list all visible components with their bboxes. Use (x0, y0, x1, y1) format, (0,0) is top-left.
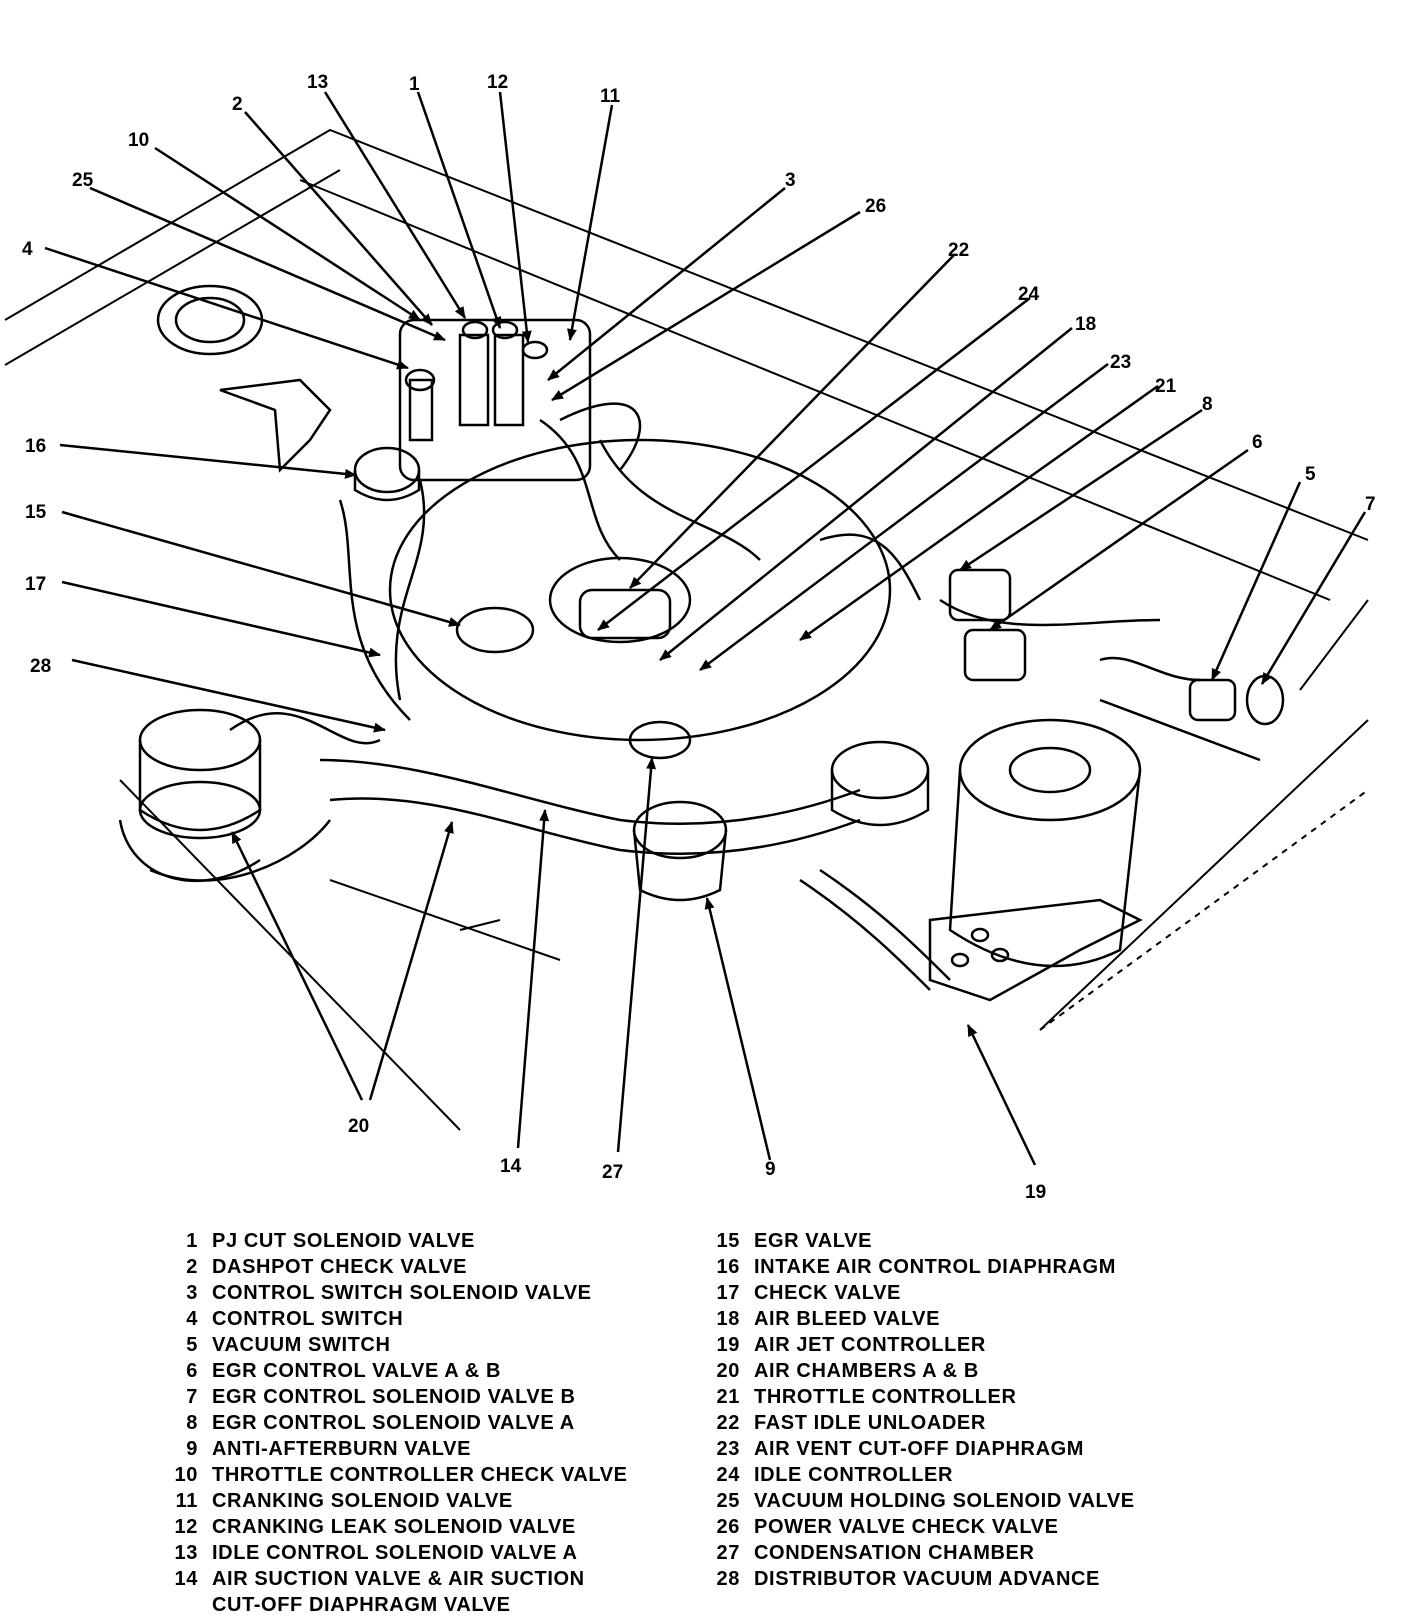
callout-1: 1 (409, 74, 420, 95)
callout-25: 25 (72, 170, 94, 191)
callout-22: 22 (948, 240, 969, 261)
callout-15: 15 (25, 502, 47, 523)
callout-17: 17 (25, 574, 46, 595)
callout-3: 3 (785, 170, 796, 191)
callout-14: 14 (500, 1156, 522, 1177)
engine-components (118, 284, 1285, 1002)
cylinder-right (958, 718, 1142, 822)
callout-7: 7 (1365, 494, 1376, 515)
air-cleaner-left (156, 284, 264, 356)
callout-2: 2 (232, 94, 243, 115)
callout-28: 28 (30, 656, 51, 677)
air-chamber-b (830, 740, 930, 800)
carburetor-body (388, 438, 892, 742)
callout-19: 19 (1025, 1182, 1046, 1200)
leader-arrows (44, 91, 1367, 1166)
callout-8: 8 (1202, 394, 1213, 415)
vacuum-switch (1188, 678, 1237, 722)
callout-16: 16 (25, 436, 46, 457)
legend-item: CUT-OFF DIAPHRAGM VALVE (212, 1594, 511, 1616)
callout-26: 26 (865, 196, 886, 217)
callout-9: 9 (765, 1159, 776, 1180)
egr-solenoid-b (1245, 674, 1285, 726)
egr-valve (455, 606, 535, 654)
callout-24: 24 (1018, 284, 1040, 305)
engine-drawing: 1 2 3 4 5 6 7 8 9 10 11 12 13 14 15 16 1… (4, 72, 1376, 1200)
callout-13: 13 (307, 72, 328, 93)
callout-5: 5 (1305, 464, 1316, 485)
egr-solenoid-a (948, 568, 1012, 622)
air-chamber-a (138, 708, 262, 772)
callout-12: 12 (487, 72, 508, 93)
callout-21: 21 (1155, 376, 1177, 397)
air-jet-controller (928, 898, 1143, 1002)
body-panels (4, 128, 1369, 1131)
callout-6: 6 (1252, 432, 1263, 453)
callout-18: 18 (1075, 314, 1096, 335)
callout-4: 4 (22, 239, 33, 260)
callout-27: 27 (602, 1162, 623, 1183)
egr-control-valve (963, 628, 1027, 682)
callout-numbers: 1 2 3 4 5 6 7 8 9 10 11 12 13 14 15 16 1… (22, 72, 1376, 1200)
callout-20: 20 (348, 1116, 369, 1137)
engine-vacuum-diagram: 1 2 3 4 5 6 7 8 9 10 11 12 13 14 15 16 1… (4, 72, 1376, 1200)
callout-10: 10 (128, 130, 149, 151)
callout-11: 11 (600, 86, 621, 107)
callout-23: 23 (1110, 352, 1131, 373)
